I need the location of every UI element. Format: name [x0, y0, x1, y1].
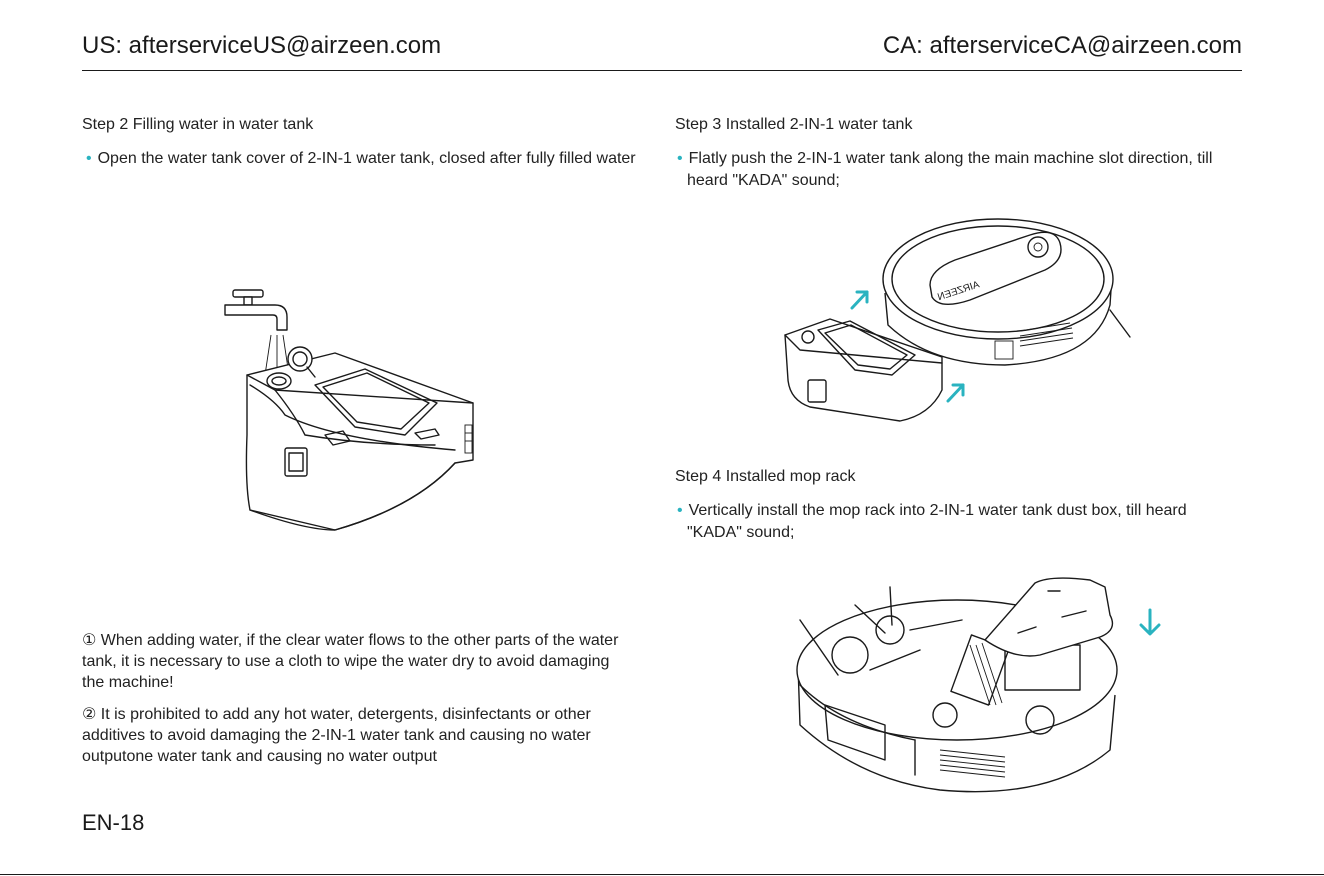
step4-bullet-line1: Vertically install the mop rack into 2-I… — [688, 502, 1187, 519]
step3-bullet-line1: Flatly push the 2-IN-1 water tank along … — [688, 150, 1213, 167]
note2-line3: outputone water tank and causing no wate… — [82, 748, 437, 765]
note1-line1: ① When adding water, if the clear water … — [82, 632, 619, 649]
step3-bullet: • Flatly push the 2-IN-1 water tank along… — [677, 148, 1242, 192]
arrow-up-right-icon — [850, 290, 869, 310]
step2-title: Step 2 Filling water in water tank — [82, 116, 314, 133]
bullet-dot: • — [86, 150, 92, 167]
faucet-icon — [224, 289, 290, 377]
bullet-dot: • — [677, 150, 683, 167]
footer-divider — [0, 874, 1324, 875]
install-mop-rack-illustration — [796, 577, 1161, 793]
ca-service-email: CA: afterserviceCA@airzeen.com — [882, 32, 1242, 59]
install-tank-illustration: AIRZEEN — [784, 218, 1131, 422]
page-number: EN-18 — [82, 810, 145, 835]
step3-bullet-line2: heard "KADA" sound; — [687, 172, 840, 189]
note2-line2: additives to avoid damaging the 2-IN-1 w… — [82, 727, 591, 744]
note1-line3: the machine! — [82, 674, 174, 691]
step4-title: Step 4 Installed mop rack — [675, 468, 856, 485]
robot-vent — [1019, 322, 1074, 347]
header-divider — [82, 70, 1242, 71]
step2-bullet: • Open the water tank cover of 2-IN-1 wat… — [86, 148, 661, 170]
bullet-dot: • — [677, 502, 683, 519]
note2-line1: ② It is prohibited to add any hot water,… — [82, 706, 591, 723]
step2-bullet-text: Open the water tank cover of 2-IN-1 wate… — [97, 150, 636, 167]
water-tank-filling-illustration — [224, 289, 474, 531]
arrow-down-icon — [1139, 608, 1161, 636]
step4-bullet-line2: "KADA" sound; — [687, 524, 795, 541]
step4-bullet: • Vertically install the mop rack into 2-… — [677, 500, 1242, 544]
us-service-email: US: afterserviceUS@airzeen.com — [82, 32, 442, 59]
note-2: ② It is prohibited to add any hot water,… — [82, 704, 672, 767]
note-1: ① When adding water, if the clear water … — [82, 630, 672, 693]
note1-line2: tank, it is necessary to use a cloth to … — [82, 653, 610, 670]
step3-title: Step 3 Installed 2-IN-1 water tank — [675, 116, 913, 133]
robot-vent — [939, 749, 1006, 778]
arrow-up-right-icon — [946, 383, 965, 403]
